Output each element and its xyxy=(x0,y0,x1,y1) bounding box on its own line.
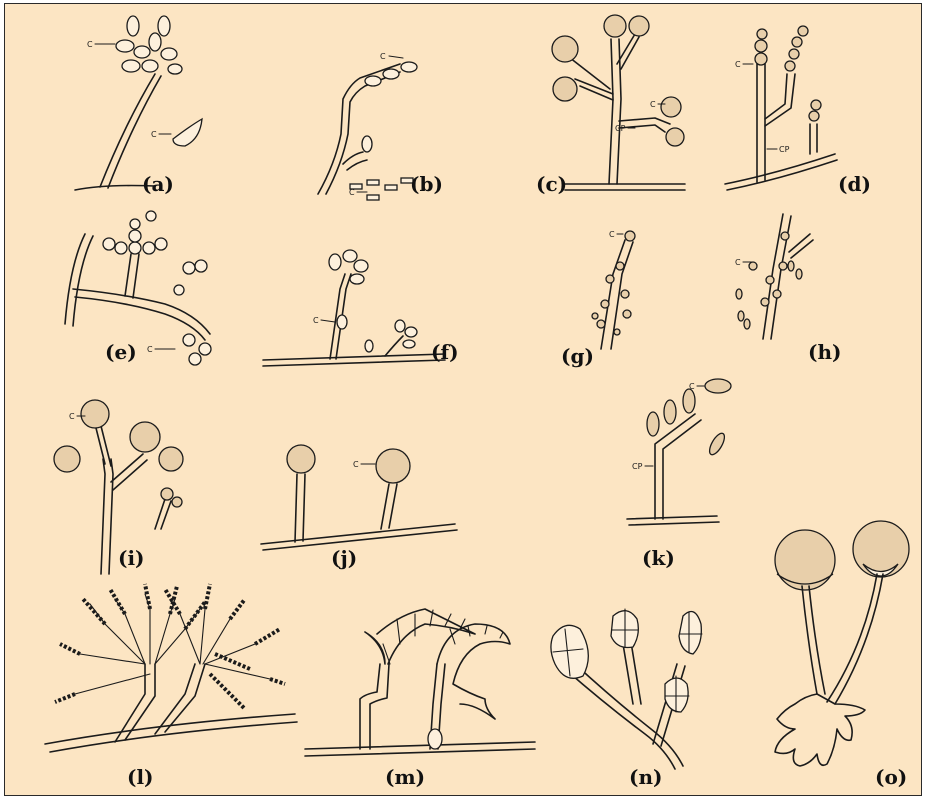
fungal-conidiophores-plate: C C C C CP C xyxy=(4,3,922,796)
pointer-label-b1: C xyxy=(380,52,386,61)
panel-label-k: (k) xyxy=(642,546,675,570)
panel-label-f: (f) xyxy=(431,340,459,364)
panel-label-c: (c) xyxy=(536,172,567,196)
illustration-f: C xyxy=(263,250,445,366)
panel-label-o: (o) xyxy=(875,765,907,789)
illustration-n xyxy=(551,609,702,769)
pointer-label-d1: C xyxy=(735,60,741,69)
pointer-label-e1: C xyxy=(147,345,153,354)
illustration-g: C xyxy=(592,230,635,349)
pointer-label-b2: C xyxy=(349,188,355,197)
pointer-label-j1: C xyxy=(353,460,359,469)
pointer-label-h1: C xyxy=(735,258,741,267)
pointer-label-g1: C xyxy=(609,230,615,239)
illustration-m xyxy=(305,609,535,756)
pointer-label-c2: C xyxy=(650,100,656,109)
pointer-label-f1: C xyxy=(313,316,319,325)
illustration-j: C xyxy=(261,445,457,550)
illustration-k: C CP xyxy=(627,379,731,525)
panel-label-a: (a) xyxy=(142,172,174,196)
panel-label-j: (j) xyxy=(331,546,357,570)
pointer-label-k1: C xyxy=(689,382,695,391)
illustration-e: C xyxy=(65,211,211,365)
panel-label-e: (e) xyxy=(105,340,137,364)
illustration-c: CP C xyxy=(552,15,685,190)
illustration-d: C CP xyxy=(725,26,837,190)
illustrations: C C C C CP C xyxy=(5,4,923,797)
illustration-a: C C xyxy=(75,16,202,190)
panel-label-g: (g) xyxy=(561,344,594,368)
panel-label-d: (d) xyxy=(838,172,871,196)
panel-label-h: (h) xyxy=(808,340,841,364)
pointer-label-d2: CP xyxy=(779,145,790,154)
panel-label-m: (m) xyxy=(385,765,425,789)
illustration-l xyxy=(45,584,297,752)
pointer-label-i1: C xyxy=(69,412,75,421)
panel-label-n: (n) xyxy=(629,765,662,789)
pointer-label-k2: CP xyxy=(632,462,643,471)
illustration-b: C C xyxy=(318,52,417,200)
pointer-label-c1: CP xyxy=(615,124,626,133)
pointer-label-a2: C xyxy=(151,130,157,139)
pointer-label-a1: C xyxy=(87,40,93,49)
illustration-h: C xyxy=(735,214,813,339)
panel-label-b: (b) xyxy=(410,172,443,196)
panel-label-l: (l) xyxy=(127,765,154,789)
panel-label-i: (i) xyxy=(118,546,145,570)
illustration-o xyxy=(775,521,909,766)
